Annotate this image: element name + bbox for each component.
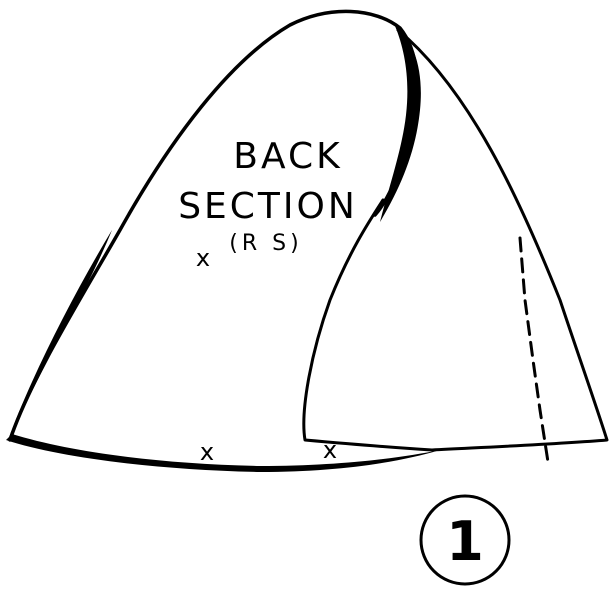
label-back: BACK <box>233 136 342 177</box>
step-number: 1 <box>446 510 484 573</box>
back-section-piece <box>6 9 440 472</box>
left-edge <box>8 230 112 440</box>
label-section: SECTION <box>178 186 358 227</box>
label-rs: (R S) <box>229 231 302 256</box>
folded-layer <box>302 28 609 464</box>
step-circle <box>419 494 511 586</box>
mark-x-2: x <box>200 438 214 466</box>
step-badge: 1 <box>419 494 511 586</box>
mark-x-3: x <box>323 436 337 464</box>
folded-layer-outline <box>302 28 609 452</box>
fold-edge <box>380 26 421 222</box>
seam-line <box>518 236 550 464</box>
mark-x-1: x <box>196 244 210 272</box>
bottom-hem <box>6 434 440 472</box>
